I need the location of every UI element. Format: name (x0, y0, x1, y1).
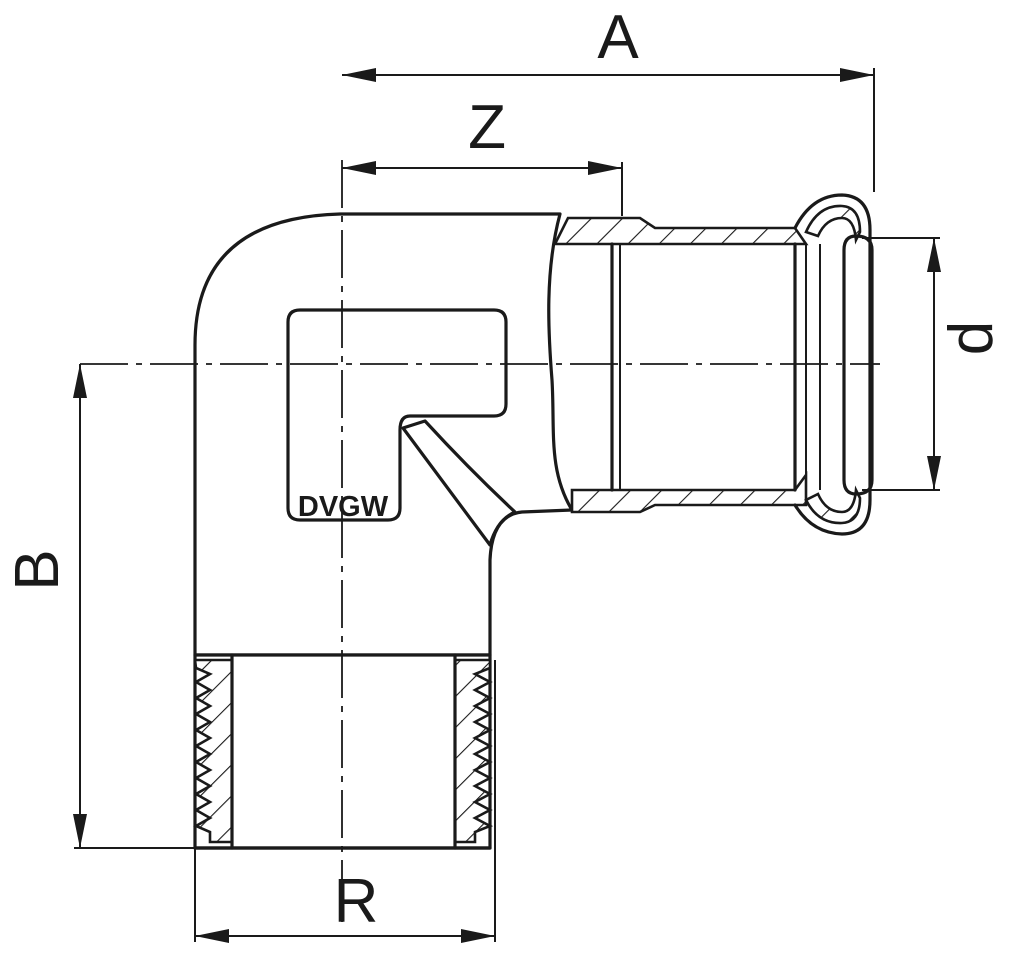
dim-label-d: d (937, 321, 1006, 355)
dim-r-arrow-left (195, 929, 229, 943)
bead-section-lower (804, 485, 862, 525)
press-bead (793, 193, 872, 536)
dim-a-arrow-right (840, 68, 874, 82)
thread-wall-right (453, 658, 494, 844)
dim-label-a: A (597, 3, 639, 72)
dvgw-marking: DVGW (298, 491, 389, 523)
dim-label-b: B (3, 549, 72, 590)
body-rib (401, 419, 517, 547)
dim-b-arrow-bottom (73, 814, 87, 848)
dim-z-arrow-left (342, 161, 376, 175)
bead-section-upper (804, 204, 862, 245)
dim-label-z: Z (468, 93, 506, 162)
thread-wall-left (193, 658, 234, 844)
dim-label-r: R (334, 867, 379, 936)
dim-r-arrow-right (461, 929, 495, 943)
fitting-body (193, 212, 574, 657)
dim-a-arrow-left (342, 68, 376, 82)
press-wall-lower (570, 471, 808, 514)
dim-b-arrow-top (73, 364, 87, 398)
dim-z-arrow-right (588, 161, 622, 175)
o-ring (842, 234, 874, 496)
press-wall-upper (552, 216, 809, 246)
body-recess (286, 308, 508, 522)
dim-d-arrow-bottom (927, 456, 941, 490)
dim-d-arrow-top (927, 238, 941, 272)
